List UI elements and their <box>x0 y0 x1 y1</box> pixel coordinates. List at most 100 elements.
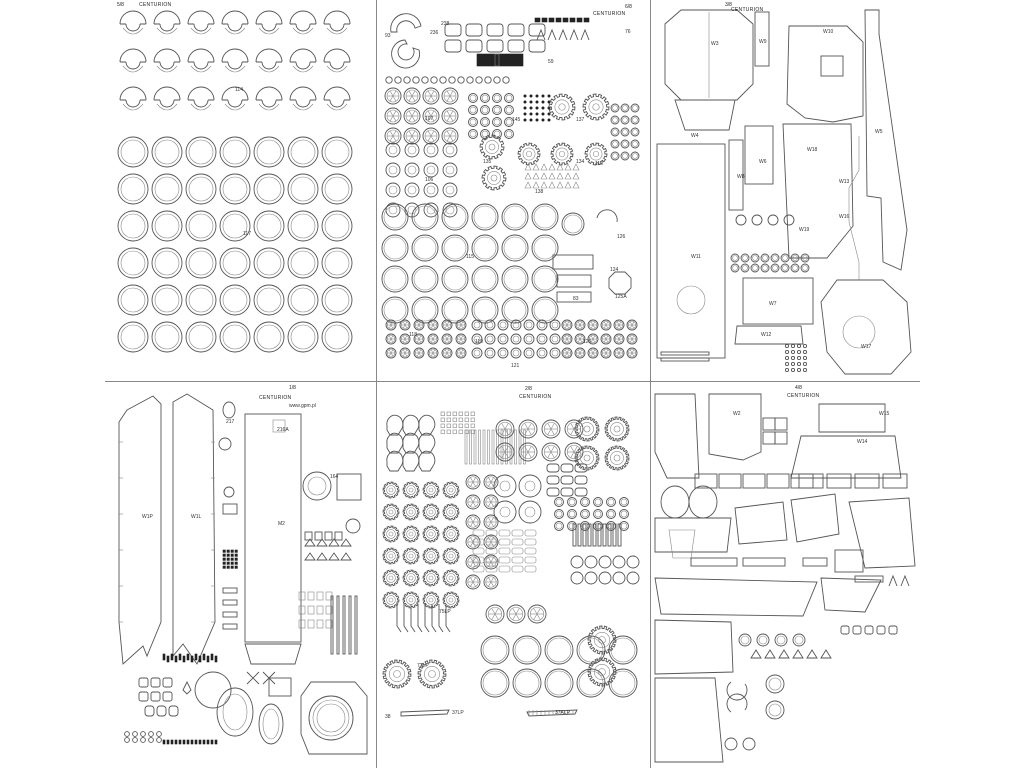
part-outline <box>551 335 559 343</box>
part-outline <box>151 210 183 242</box>
part-outline <box>222 139 248 165</box>
part-outline <box>150 691 161 702</box>
part-outline <box>550 142 574 166</box>
part-outline <box>512 635 542 665</box>
part-outline <box>512 613 517 620</box>
part-outline <box>198 655 202 663</box>
part-outline <box>490 481 494 487</box>
part-outline <box>182 655 186 663</box>
part-outline <box>202 739 206 745</box>
sheet-page-number: 6/8 <box>625 4 632 10</box>
part-outline <box>577 321 581 326</box>
part-outline <box>523 94 527 98</box>
part-outline <box>472 565 485 573</box>
part-outline <box>632 153 638 159</box>
part-outline <box>287 173 319 205</box>
part-outline <box>497 319 509 331</box>
part-outline <box>556 181 564 189</box>
part-outline <box>384 107 402 125</box>
part-outline <box>430 335 434 340</box>
part-outline <box>608 668 638 698</box>
part-outline <box>406 485 416 495</box>
part-outline <box>465 574 481 590</box>
part-outline <box>782 265 788 271</box>
part-outline <box>504 117 514 127</box>
part-outline <box>404 349 408 354</box>
part-outline <box>481 165 507 191</box>
part-outline <box>750 253 760 263</box>
part-outline <box>708 393 762 461</box>
part-outline <box>630 127 640 137</box>
part-outline <box>616 338 620 343</box>
part-outline <box>446 135 451 142</box>
part-outline <box>458 321 462 326</box>
part-outline <box>413 333 425 345</box>
part-outline <box>439 76 447 84</box>
part-outline <box>381 203 409 231</box>
part-outline <box>486 349 494 357</box>
part-outline <box>525 349 533 357</box>
part-outline <box>626 571 640 585</box>
part-label: 145 <box>512 117 521 123</box>
part-outline <box>734 501 788 545</box>
part-outline <box>492 105 502 115</box>
part-outline <box>546 637 572 663</box>
part-outline <box>471 347 483 359</box>
part-outline <box>308 695 354 741</box>
part-outline <box>124 737 130 743</box>
part-outline <box>411 296 439 324</box>
part-outline <box>524 163 532 171</box>
part-outline <box>406 595 416 605</box>
part-outline <box>554 509 564 519</box>
part-outline <box>774 633 788 647</box>
part-outline <box>404 162 420 178</box>
part-outline <box>758 635 768 645</box>
part-label: 117 <box>243 231 251 237</box>
part-outline <box>619 509 629 519</box>
part-outline <box>402 569 420 587</box>
part-outline <box>244 413 302 643</box>
part-outline <box>610 637 636 663</box>
part-outline <box>493 118 501 126</box>
part-outline <box>608 271 632 295</box>
part-outline <box>566 335 570 340</box>
part-outline <box>535 118 539 122</box>
part-outline <box>432 321 436 326</box>
part-outline <box>583 454 591 462</box>
part-outline <box>471 265 499 293</box>
part-outline <box>156 737 162 743</box>
part-outline <box>404 142 420 158</box>
part-outline <box>119 10 147 32</box>
part-outline <box>762 255 768 261</box>
part-outline <box>421 76 429 84</box>
part-outline <box>345 518 361 534</box>
part-outline <box>590 321 594 326</box>
part-label: 106 <box>425 177 434 183</box>
part-outlines-sheet-3 <box>656 9 912 375</box>
part-outline <box>820 55 844 77</box>
part-outline <box>441 333 453 345</box>
part-outline <box>119 48 147 70</box>
part-outline <box>742 557 786 567</box>
part-outline <box>511 547 524 555</box>
part-outline <box>790 367 796 373</box>
part-outline <box>445 145 455 155</box>
part-outline <box>549 319 561 331</box>
part-outline <box>612 105 618 111</box>
part-outline <box>120 139 146 165</box>
part-outline <box>488 577 492 583</box>
part-outline <box>472 556 485 564</box>
part-outline <box>742 277 814 325</box>
part-outline <box>323 86 351 108</box>
part-outline <box>386 507 396 517</box>
part-outline <box>620 127 630 137</box>
part-outline <box>430 324 434 329</box>
part-outline <box>268 677 292 697</box>
part-outline <box>444 352 448 357</box>
part-outline <box>554 497 564 507</box>
part-outline <box>510 347 522 359</box>
part-label: W16 <box>839 214 850 220</box>
part-outline <box>458 338 462 343</box>
part-outline <box>574 463 588 473</box>
part-outline <box>404 335 408 340</box>
